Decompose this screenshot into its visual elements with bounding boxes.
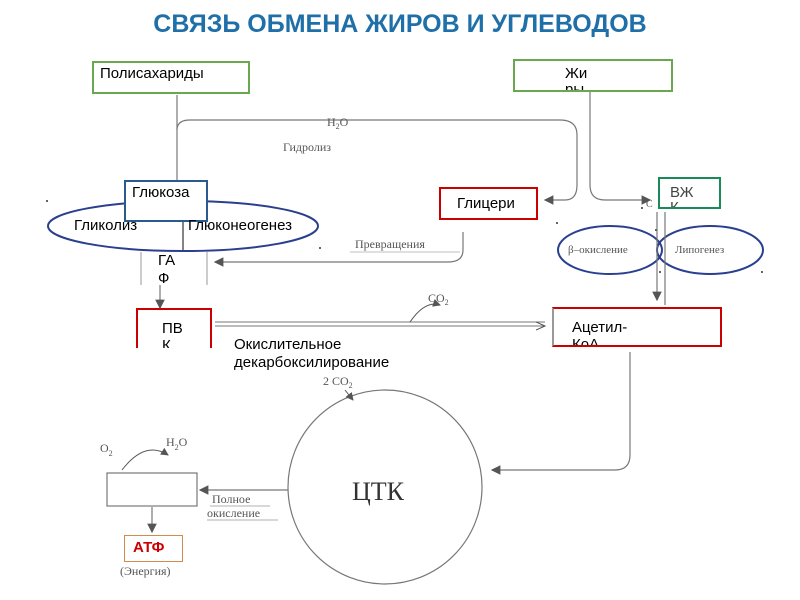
label-c-small: C [646,199,653,210]
label-lipogenesis: Липогенез [675,244,724,256]
fats-label: Жиры [565,65,588,92]
oxidative-decarboxylation-label: Окислительное декарбоксилирование [234,336,390,371]
polysaccharides-label: Полисахариды [100,65,204,82]
label-energy: (Энергия) [120,564,171,578]
tca-circle [287,389,483,585]
fats-box: Жиры [513,59,673,92]
dot [46,200,48,202]
line-hydrolysis [176,119,578,205]
label-hydrolysis: Гидролиз [283,140,331,154]
line-fats-to-vzhk [589,184,652,205]
label-tca: ЦТК [352,477,405,506]
atp-label: АТФ [133,539,165,556]
label-o2: O2 [100,441,113,458]
gaf-label: ГАФ [158,252,176,285]
label-h2o: H2O [166,435,188,452]
arrow-o2-h2o [121,447,169,471]
label-transformation: Превращения [355,237,425,251]
dot [659,271,661,273]
respiratory-chain-box [106,472,198,507]
label-co2-top: CO2 [428,291,449,307]
acetyl-coa-box: Ацетил-КоА [552,307,722,347]
gaf-box: ГАФ [140,252,208,285]
label-two-co2: 2 CO2 [323,374,353,390]
polysaccharides-box: Полисахариды [92,61,250,94]
dot [319,247,321,249]
dot [761,271,763,273]
glucose-label: Глюкоза [132,184,190,201]
line-acetyl-to-tca [490,352,631,475]
gluconeogenesis-label: Глюконеогенез [188,217,292,234]
vzhk-label: ВЖК [670,184,694,209]
atp-box: АТФ [124,535,183,562]
pvk-label: ПВК [162,320,183,348]
glucose-box: Глюкоза [124,180,208,222]
label-full-oxidation-1: Полное [212,492,250,506]
line-glycerol-to-gaf [213,232,464,267]
dot [556,222,558,224]
vzhk-box: ВЖК [658,177,721,209]
glycolysis-label: Гликолиз [74,217,138,234]
arrow-two-co2 [344,389,354,401]
label-h2o-top: H2O [327,115,349,131]
glycerol-box: Глицерин [439,187,538,220]
dot [641,207,643,209]
label-beta-oxidation: β–окисление [568,244,628,256]
acetyl-coa-label: Ацетил-КоА [572,319,628,347]
label-full-oxidation-2: окисление [207,506,260,520]
glycerol-label: Глицерин [457,195,515,218]
pvk-box: ПВК [136,308,212,348]
beta-oxidation-ellipse [557,225,663,275]
page-title: СВЯЗЬ ОБМЕНА ЖИРОВ И УГЛЕВОДОВ [153,10,647,38]
arrow-co2-release [409,298,441,323]
